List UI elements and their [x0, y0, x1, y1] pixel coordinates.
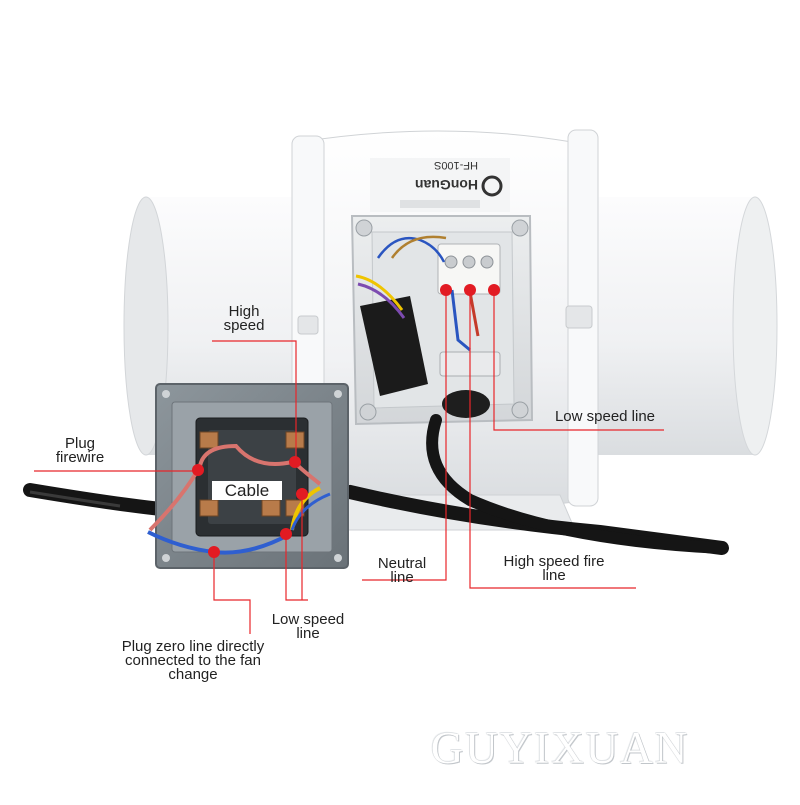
marker-dot — [192, 464, 204, 476]
power-cables — [23, 414, 729, 555]
model-number: HF-100S — [434, 159, 478, 171]
label-line: High speed fire — [503, 553, 605, 570]
label-line: line — [542, 567, 566, 584]
callout-lines — [34, 290, 664, 634]
watermark: GUYIXUAN — [430, 723, 690, 773]
label-plug-firewire: Plug firewire — [40, 435, 120, 466]
terminal-block — [437, 243, 501, 295]
brand-logo-icon — [481, 175, 503, 197]
callout-low-speed-bottom — [285, 534, 308, 601]
plate-screw — [334, 390, 342, 398]
marker-dot — [289, 456, 301, 468]
label-plug-zero-line: Plug zero line directly connected to the… — [98, 638, 288, 683]
clamp-screw — [565, 305, 593, 329]
box-screw — [511, 219, 529, 237]
switch-terminal — [285, 431, 305, 449]
label-high-speed: High speed — [214, 303, 274, 334]
junction-box — [350, 215, 534, 426]
box-screw — [355, 219, 373, 237]
label-line: speed — [223, 317, 265, 334]
capacitor — [360, 296, 428, 396]
marker-dot — [440, 284, 452, 296]
marker-dots — [192, 284, 500, 558]
callout-high-speed-fire — [469, 290, 636, 589]
plate-screw — [162, 390, 170, 398]
label-line: firewire — [55, 449, 105, 466]
label-high-speed-fire-line: High speed fire line — [490, 553, 618, 584]
box-screw — [359, 403, 377, 421]
marker-dot — [488, 284, 500, 296]
label-line: connected to the fan — [125, 652, 261, 669]
plate-screw — [334, 554, 342, 562]
marker-dot — [464, 284, 476, 296]
switch-terminal — [199, 499, 219, 517]
switch-terminal — [199, 431, 219, 449]
label-line: Low speed — [271, 611, 345, 628]
callout-plug-zero — [213, 552, 251, 634]
callout-neutral — [362, 290, 447, 581]
callout-low-speed-right — [493, 290, 664, 431]
label-line: line — [296, 625, 320, 642]
callout-high-speed — [212, 340, 297, 462]
label-line: Neutral — [377, 555, 427, 572]
label-line: Plug — [64, 435, 96, 452]
box-screw — [511, 401, 529, 419]
label-line: Plug zero line directly — [121, 638, 265, 655]
marker-dot — [296, 488, 308, 500]
label-line: line — [390, 569, 414, 586]
label-line: change — [168, 666, 218, 683]
clamp-screw — [297, 315, 319, 335]
label-line: High — [228, 303, 260, 320]
wall-switch — [155, 383, 349, 569]
fan-right-outlet — [580, 196, 778, 456]
product-label: HonGuan HF-100S — [370, 158, 510, 212]
switch-terminal — [261, 499, 281, 517]
label-low-speed-line-bottom: Low speed line — [260, 611, 356, 642]
cable-gland — [442, 390, 490, 418]
label-low-speed-line: Low speed line — [554, 408, 656, 425]
plate-screw — [162, 554, 170, 562]
label-cable: Cable — [212, 481, 282, 500]
marker-dot — [280, 528, 292, 540]
marker-dot — [208, 546, 220, 558]
label-neutral-line: Neutral line — [366, 555, 438, 586]
brand-name: HonGuan — [415, 177, 478, 193]
